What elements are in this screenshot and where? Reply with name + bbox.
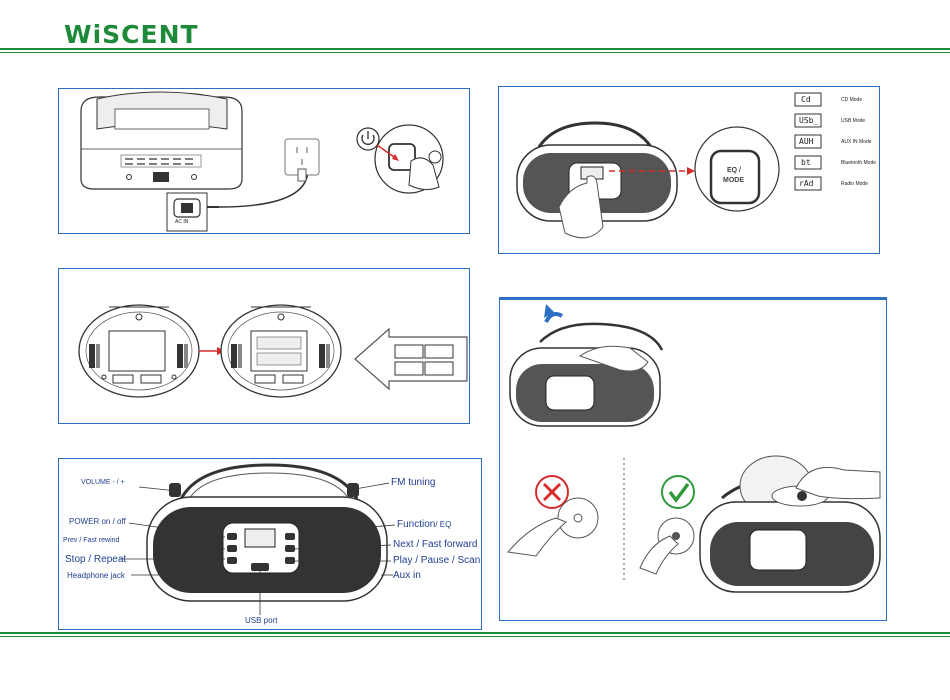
power-illustration <box>59 89 469 233</box>
mode-illustration <box>499 87 879 253</box>
mode-label-radio: Radio Mode <box>841 181 868 187</box>
mode-label-aux: AUX IN Mode <box>841 139 872 145</box>
label-stop: Stop / Repeat <box>65 554 126 565</box>
label-prev: Prev / Fast rewind <box>63 537 119 544</box>
label-usb: USB port <box>245 616 277 625</box>
label-function-text: Function <box>397 519 435 530</box>
panel-controls: VOLUME - / + POWER on / off Prev / Fast … <box>58 458 482 630</box>
panel-power-connection: AC IN <box>58 88 470 234</box>
bottom-rule-thin <box>0 636 950 637</box>
panel-disc-loading <box>499 297 887 621</box>
panel-mode-select: EQ / MODE Cd CD Mode USb_ USB Mode AUH A… <box>498 86 880 254</box>
label-eq-text: / EQ <box>435 520 451 529</box>
mode-button-label-1: EQ / <box>727 167 741 174</box>
label-power: POWER on / off <box>69 517 126 526</box>
disc-illustration <box>500 300 886 620</box>
ac-in-label: AC IN <box>175 219 188 225</box>
panel-battery-install <box>58 268 470 424</box>
mode-button-label-2: MODE <box>723 177 744 184</box>
mode-display-aux: AUH <box>799 137 813 146</box>
label-volume: VOLUME - / + <box>81 479 125 486</box>
top-rule-thin <box>0 52 950 53</box>
label-aux: Aux in <box>393 570 421 581</box>
label-next: Next / Fast forward <box>393 539 477 550</box>
top-rule <box>0 48 950 50</box>
mode-label-bt: Bluetooth Mode <box>841 160 876 166</box>
mode-display-usb: USb_ <box>799 116 818 125</box>
mode-label-cd: CD Mode <box>841 97 862 103</box>
label-play: Play / Pause / Scan <box>393 555 480 566</box>
bottom-rule <box>0 632 950 634</box>
battery-illustration <box>59 269 469 423</box>
mode-display-radio: rAd <box>799 179 813 188</box>
mode-display-bt: bt <box>801 158 811 167</box>
brand-logo: WiSCENT <box>64 20 199 49</box>
mode-label-usb: USB Mode <box>841 118 865 124</box>
label-function: Function/ EQ <box>397 519 451 530</box>
label-fm: FM tuning <box>391 477 435 488</box>
mode-display-cd: Cd <box>801 95 811 104</box>
label-headphone: Headphone jack <box>67 571 125 580</box>
